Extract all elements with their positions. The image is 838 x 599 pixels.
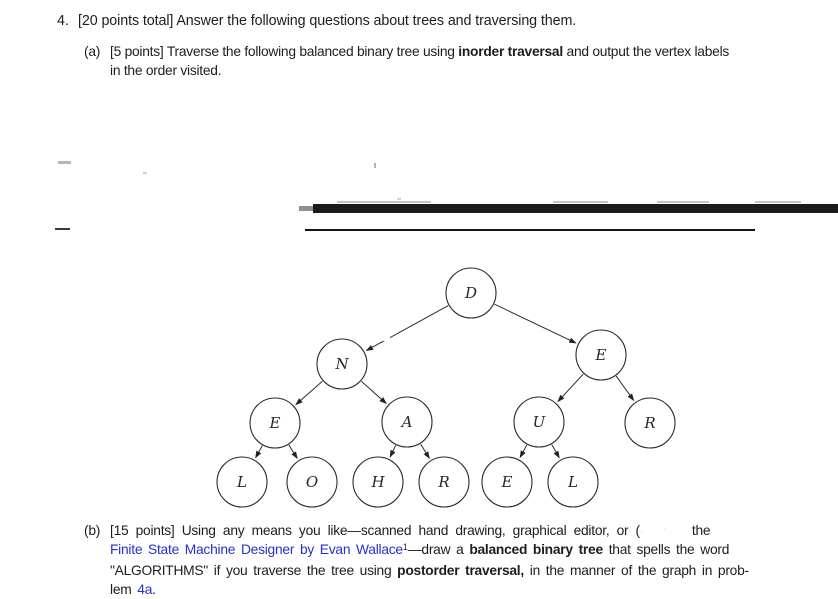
tree-edge-U-E	[519, 444, 528, 459]
text-segment: [15 points] Using any means you like—sca…	[110, 523, 640, 538]
tree-nodes: D N E E A U R L O H R E L	[216, 267, 676, 508]
scan-speck-2	[374, 163, 376, 168]
part-b: (b) [15 points] Using any means you like…	[84, 521, 749, 599]
question-text: [20 points total] Answer the following q…	[78, 13, 577, 29]
scan-black-bar	[313, 204, 838, 213]
tree-node-R: R	[418, 456, 470, 508]
tree-node-label: L	[567, 473, 578, 491]
question-number: 4.	[57, 13, 69, 29]
tree-node-circle	[286, 456, 338, 508]
scan-horizontal-rule	[305, 229, 755, 231]
text-segment: "ALGORITHMS" if you traverse the tree us…	[110, 563, 398, 578]
tree-edge-D-N	[365, 305, 449, 351]
tree-node-D: D	[445, 267, 497, 319]
tree-node-label: E	[269, 414, 281, 432]
tree-node-circle	[513, 396, 565, 448]
text-segment: inorder traversal	[458, 44, 563, 59]
tree-node-label: H	[370, 473, 385, 491]
tree-node-circle	[575, 329, 627, 381]
tree-node-circle	[445, 267, 497, 319]
footnote-1-marker: 1	[402, 541, 408, 552]
fsm-designer-link[interactable]: Finite State Machine Designer by Evan Wa…	[110, 542, 403, 557]
tree-node-label: R	[437, 473, 449, 491]
text-segment: and output the vertex labels	[562, 44, 730, 59]
part-a-marker: (a)	[84, 44, 101, 59]
faded-scan-text: · ˙	[639, 527, 676, 535]
tree-node-E: E	[575, 329, 627, 381]
text-segment: balanced binary tree	[469, 542, 603, 557]
tree-node-H: H	[352, 456, 404, 508]
tree-node-A: A	[381, 396, 433, 448]
tree-node-L: L	[216, 456, 268, 508]
tree-node-circle	[216, 456, 268, 508]
tree-node-label: U	[533, 413, 547, 431]
tree-node-label: E	[595, 346, 607, 364]
tree-edge-N-A	[361, 380, 387, 405]
tree-node-E: E	[481, 456, 533, 508]
tree-node-N: N	[316, 338, 368, 390]
tree-edge-N-E	[295, 380, 323, 406]
tree-edge-E-O	[288, 444, 298, 460]
question-4-heading: 4. [20 points total] Answer the following…	[57, 13, 576, 29]
scan-streak-4	[755, 201, 801, 203]
tree-node-label: L	[236, 473, 247, 491]
part-b-line-1: [15 points] Using any means you like—sca…	[110, 521, 749, 540]
binary-tree-diagram: D N E E A U R L O H R E L	[216, 267, 676, 508]
text-segment: that spells the word	[602, 542, 730, 557]
tree-node-circle	[249, 397, 301, 449]
part-b-marker: (b)	[84, 523, 101, 538]
tree-node-label: A	[400, 413, 413, 431]
tree-node-label: N	[334, 355, 349, 373]
text-segment: .	[152, 582, 156, 597]
tree-edge-E-R	[615, 375, 635, 402]
scan-bar-lead-edge	[299, 206, 314, 211]
tree-node-O: O	[286, 456, 338, 508]
tree-edge-A-R	[420, 443, 430, 460]
tree-node-circle	[352, 456, 404, 508]
scan-speck-1	[58, 161, 71, 164]
tree-node-label: D	[464, 284, 477, 302]
part-a-line-2: in the order visited.	[110, 61, 729, 80]
text-segment: lem	[110, 582, 138, 597]
tree-node-circle	[418, 456, 470, 508]
scan-speck-3	[143, 172, 147, 174]
edge-gap-patch	[376, 331, 390, 341]
part-a-line-1: [5 points] Traverse the following balanc…	[110, 42, 729, 61]
tree-node-label: O	[306, 473, 318, 491]
text-segment: in the order visited.	[110, 63, 222, 78]
scan-streak-2	[553, 201, 608, 203]
tree-edge-A-H	[389, 445, 397, 458]
tree-node-label: E	[501, 473, 513, 491]
tree-edge-D-E	[494, 303, 577, 344]
part-b-line-2: Finite State Machine Designer by Evan Wa…	[110, 540, 749, 561]
tree-node-circle	[547, 456, 599, 508]
scan-streak-3	[657, 201, 709, 203]
tree-node-L: L	[547, 456, 599, 508]
tree-node-circle	[481, 456, 533, 508]
scan-dash-mark	[55, 228, 70, 230]
text-segment: the	[691, 523, 711, 538]
part-a: (a) [5 points] Traverse the following ba…	[84, 42, 729, 80]
text-segment: postorder traversal,	[397, 563, 524, 578]
part-b-line-4: lem 4a.	[110, 580, 749, 599]
text-segment: in the manner of the graph in prob-	[523, 563, 749, 578]
tree-node-E: E	[249, 397, 301, 449]
scan-speck-4	[397, 198, 401, 200]
tree-edge-E-U	[557, 373, 584, 403]
text-segment: [5 points] Traverse the following balanc…	[110, 44, 459, 59]
tree-node-circle	[624, 397, 676, 449]
text-segment: —draw a	[407, 542, 470, 557]
tree-node-R: R	[624, 397, 676, 449]
problem-4a-link[interactable]: 4a	[137, 582, 153, 597]
tree-node-label: R	[643, 414, 655, 432]
part-b-line-3: "ALGORITHMS" if you traverse the tree us…	[110, 561, 749, 580]
scan-streak-1	[337, 201, 431, 203]
tree-node-U: U	[513, 396, 565, 448]
tree-node-circle	[381, 396, 433, 448]
tree-edge-E-L	[255, 445, 263, 459]
tree-node-circle	[316, 338, 368, 390]
tree-edges	[255, 303, 635, 460]
tree-edge-U-L	[551, 444, 560, 459]
